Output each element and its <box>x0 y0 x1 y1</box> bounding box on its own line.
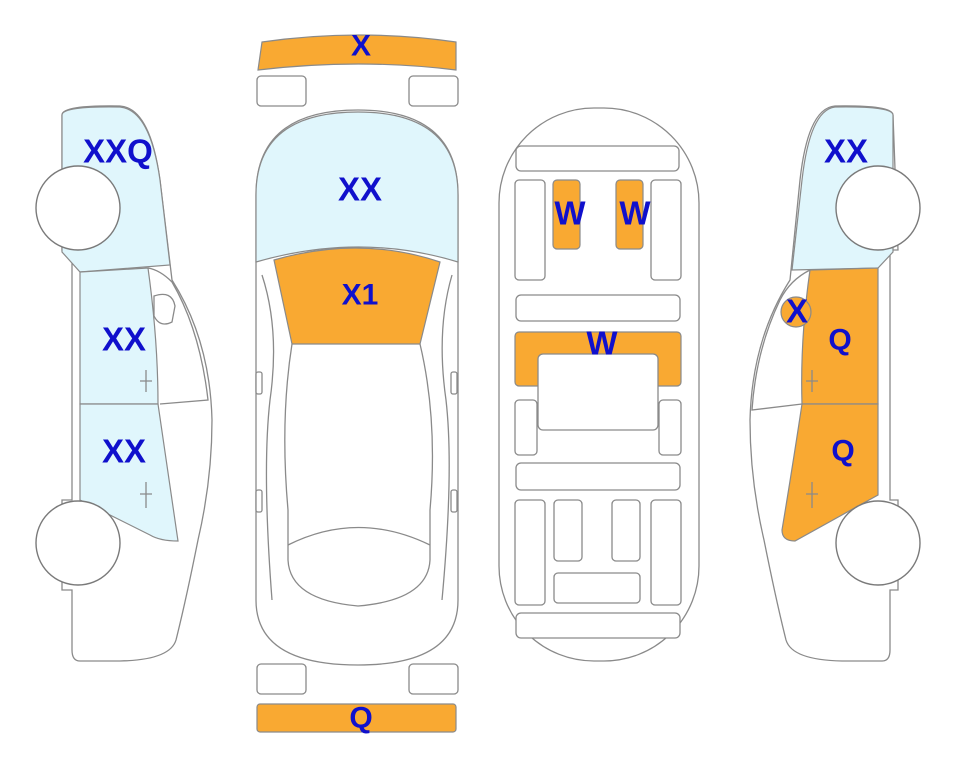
label-roof-right: W <box>619 195 651 232</box>
left-handle-front <box>140 482 152 508</box>
left-window-line <box>147 267 209 405</box>
left-rear-wheel <box>35 165 121 251</box>
roof-left-side-block <box>514 399 538 456</box>
left-handle-rear <box>140 370 152 392</box>
left-front-wheel <box>35 500 121 586</box>
top-windshield-glass[interactable] <box>255 111 459 263</box>
hood-panel[interactable] <box>273 247 441 345</box>
roof-right-rail <box>650 179 682 281</box>
roof-right-panel[interactable] <box>615 179 644 250</box>
label-rear-bumper: Q <box>349 702 372 735</box>
taillight-right <box>408 663 459 695</box>
roof-bottom-inner-right <box>611 499 641 562</box>
right-handle-front <box>806 482 818 508</box>
label-right-rear-door: Q <box>828 324 851 357</box>
roof-mid-strip <box>515 294 681 322</box>
right-window-line <box>751 269 811 411</box>
left-side-view <box>35 105 213 662</box>
label-windshield: XX <box>338 171 382 208</box>
handle-right-top <box>450 489 458 513</box>
damage-labels: X XX X1 Q W W W XXQ XX XX XX X Q Q <box>83 30 868 735</box>
label-front-bumper: X <box>351 30 371 63</box>
label-roof-left: W <box>554 195 586 232</box>
rear-bumper-panel[interactable] <box>256 703 457 733</box>
roof-view <box>498 107 700 662</box>
roof-front-strip <box>515 145 680 172</box>
top-right-side-line <box>441 274 453 601</box>
roof-bottom-left-rail <box>514 499 546 606</box>
label-left-rear-door: XX <box>102 321 146 358</box>
label-right-rear-quarter: XX <box>824 133 868 170</box>
top-view <box>255 34 459 733</box>
taillight-left <box>256 663 307 695</box>
roof-lower-strip <box>515 462 681 491</box>
top-rear-glass-line <box>287 526 431 546</box>
front-bumper-panel[interactable] <box>257 34 457 71</box>
right-handle-rear <box>806 370 818 392</box>
headlight-left <box>256 75 307 107</box>
roof-left-panel[interactable] <box>552 179 581 250</box>
roof-bottom-right-rail <box>650 499 682 606</box>
right-rear-wheel <box>835 165 921 251</box>
top-cabin <box>284 343 434 607</box>
headlight-right <box>408 75 459 107</box>
roof-right-side-block <box>658 399 682 456</box>
label-hood: X1 <box>342 279 379 312</box>
right-side-view <box>749 105 921 662</box>
mirror-right-top <box>450 371 458 395</box>
left-mirror <box>153 293 176 325</box>
roof-center-block <box>537 353 659 431</box>
right-front-door-panel[interactable] <box>781 403 879 542</box>
roof-bottom-bar <box>553 572 641 604</box>
label-left-rear-quarter: XXQ <box>83 133 153 170</box>
roof-bottom-inner-left <box>553 499 583 562</box>
right-front-wheel <box>835 500 921 586</box>
label-left-front-door: XX <box>102 433 146 470</box>
mirror-left-top <box>255 371 263 395</box>
label-trunk: W <box>586 325 618 362</box>
handle-left-top <box>255 489 263 513</box>
top-left-side-line <box>261 274 275 601</box>
roof-rear-strip <box>515 612 681 639</box>
label-right-mirror: X <box>786 293 808 330</box>
left-front-door-panel[interactable] <box>79 403 179 542</box>
label-right-front-door: Q <box>831 435 854 468</box>
roof-left-rail <box>514 179 546 281</box>
right-mirror-panel[interactable] <box>780 296 812 328</box>
